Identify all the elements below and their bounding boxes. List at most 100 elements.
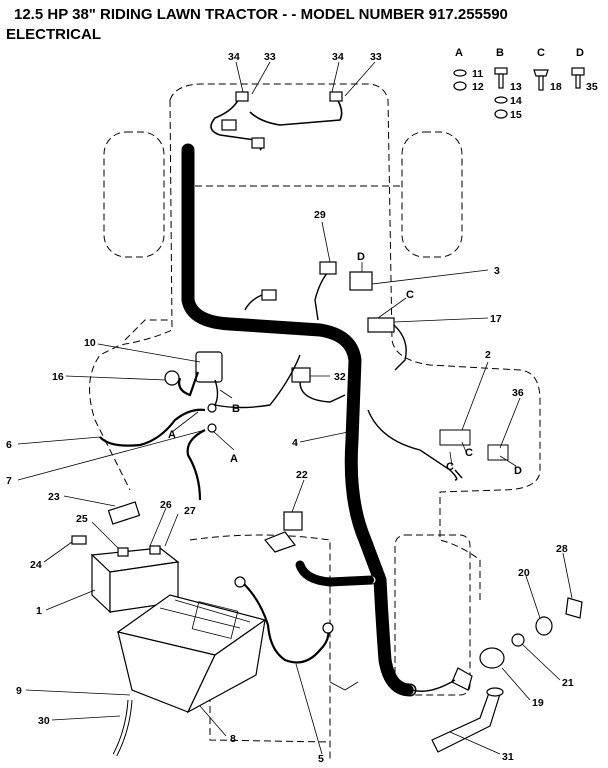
solenoid-10 (195, 351, 223, 383)
callout-16: 16 (52, 371, 64, 383)
tractor-outline (89, 83, 541, 760)
tag-c-right: C (465, 447, 473, 459)
callout-23: 23 (48, 491, 60, 503)
screw-head-icon (533, 69, 549, 77)
module-22 (264, 511, 303, 553)
legend-part-11: 11 (472, 68, 483, 80)
callout-29: 29 (314, 209, 326, 221)
battery-cable-6 (99, 408, 206, 447)
callout-25: 25 (76, 513, 88, 525)
tag-c-top: C (406, 289, 414, 301)
dash-wiring (244, 261, 407, 403)
ground-terminal (207, 423, 217, 433)
callout-33-left: 33 (264, 51, 276, 63)
main-wiring-harness (181, 143, 417, 697)
harness-connector-top-2 (251, 137, 265, 149)
tag-a-left: A (168, 429, 176, 441)
vent-tube-30 (112, 699, 133, 757)
dash-connector (261, 289, 277, 301)
callout-21: 21 (562, 677, 574, 689)
callout-34-left: 34 (228, 51, 240, 63)
lockwasher-icon (453, 69, 467, 77)
legend-letter-b: B (496, 47, 504, 59)
relay-17 (367, 317, 395, 333)
legend-part-14: 14 (510, 95, 522, 107)
callout-24: 24 (30, 559, 42, 571)
ring-terminal-5a (234, 576, 246, 588)
diagram-section-label: ELECTRICAL (6, 26, 101, 43)
ring-terminal-5b (322, 622, 334, 634)
callout-26: 26 (160, 499, 172, 511)
front-right-wheel-outline (401, 131, 463, 258)
hex-bolt-icon (571, 67, 585, 76)
legend-part-18: 18 (550, 81, 562, 93)
callout-10: 10 (84, 337, 96, 349)
legend-letter-c: C (537, 47, 545, 59)
cover-23 (107, 501, 141, 525)
legend-part-12: 12 (472, 81, 484, 93)
washer-20 (535, 616, 553, 636)
legend-part-13: 13 (510, 81, 522, 93)
headlight-socket-right (329, 91, 343, 102)
callout-numbers: 34 33 34 33 29 3 17 10 16 32 2 36 6 4 7 … (6, 51, 574, 765)
callout-33-right: 33 (370, 51, 382, 63)
switch-bracket-2 (439, 429, 471, 446)
ignition-switch-3 (349, 271, 373, 291)
locknut-icon (494, 109, 508, 119)
callout-8: 8 (230, 733, 236, 745)
rear-parts (411, 597, 583, 753)
callout-36: 36 (512, 387, 524, 399)
front-left-wheel-outline (103, 131, 165, 258)
hardware-legend: A B C D 11 12 13 14 15 18 35 (453, 47, 598, 121)
headlight-wiring (210, 91, 343, 151)
callout-28: 28 (556, 543, 568, 555)
bolt-head-icon (494, 67, 508, 75)
tag-c-lower: C (446, 461, 454, 473)
connector-22 (283, 511, 303, 531)
ground-cable-5 (234, 576, 359, 691)
callout-5: 5 (318, 753, 324, 765)
callout-27: 27 (184, 505, 196, 517)
harness-connector-top (221, 119, 237, 131)
callout-6: 6 (6, 439, 12, 451)
callout-2: 2 (485, 349, 491, 361)
callout-9: 9 (16, 685, 22, 697)
callout-7: 7 (6, 475, 12, 487)
battery-terminal-pos (149, 545, 161, 555)
hardware-letter-tags: D C B A A C C D (168, 251, 522, 477)
callout-19: 19 (532, 697, 544, 709)
connector-29 (319, 261, 337, 275)
hold-down-24 (71, 535, 87, 545)
legend-letter-d: D (576, 47, 584, 59)
callout-32: 32 (334, 371, 346, 383)
nut-icon (453, 81, 467, 91)
tag-a-lower: A (230, 453, 238, 465)
exhaust-tube-31 (431, 689, 501, 753)
callout-3: 3 (494, 265, 500, 277)
battery-tray-8 (116, 594, 267, 714)
callout-22: 22 (296, 469, 308, 481)
plug-19 (451, 667, 473, 691)
battery-terminal-neg (117, 547, 129, 557)
legend-part-35: 35 (586, 81, 598, 93)
battery-1 (71, 501, 180, 614)
callout-34-right: 34 (332, 51, 344, 63)
washer-21 (511, 633, 525, 647)
legend-part-15: 15 (510, 109, 522, 121)
diagram-title: 12.5 HP 38" RIDING LAWN TRACTOR - - MODE… (14, 6, 508, 23)
washer-icon (494, 96, 508, 104)
tag-d-right: D (514, 465, 522, 477)
leader-lines (17, 61, 573, 755)
callout-30: 30 (38, 715, 50, 727)
callout-17: 17 (490, 313, 502, 325)
connector-32 (291, 367, 311, 383)
solenoid-assembly (164, 351, 301, 433)
socket-19 (479, 647, 505, 669)
switch-28 (565, 597, 583, 619)
switch-36 (487, 444, 509, 461)
ring-terminal-16 (164, 370, 180, 386)
rear-wheel-outline (394, 534, 471, 696)
headlight-socket-left (235, 91, 249, 102)
pto-wiring (367, 409, 509, 481)
